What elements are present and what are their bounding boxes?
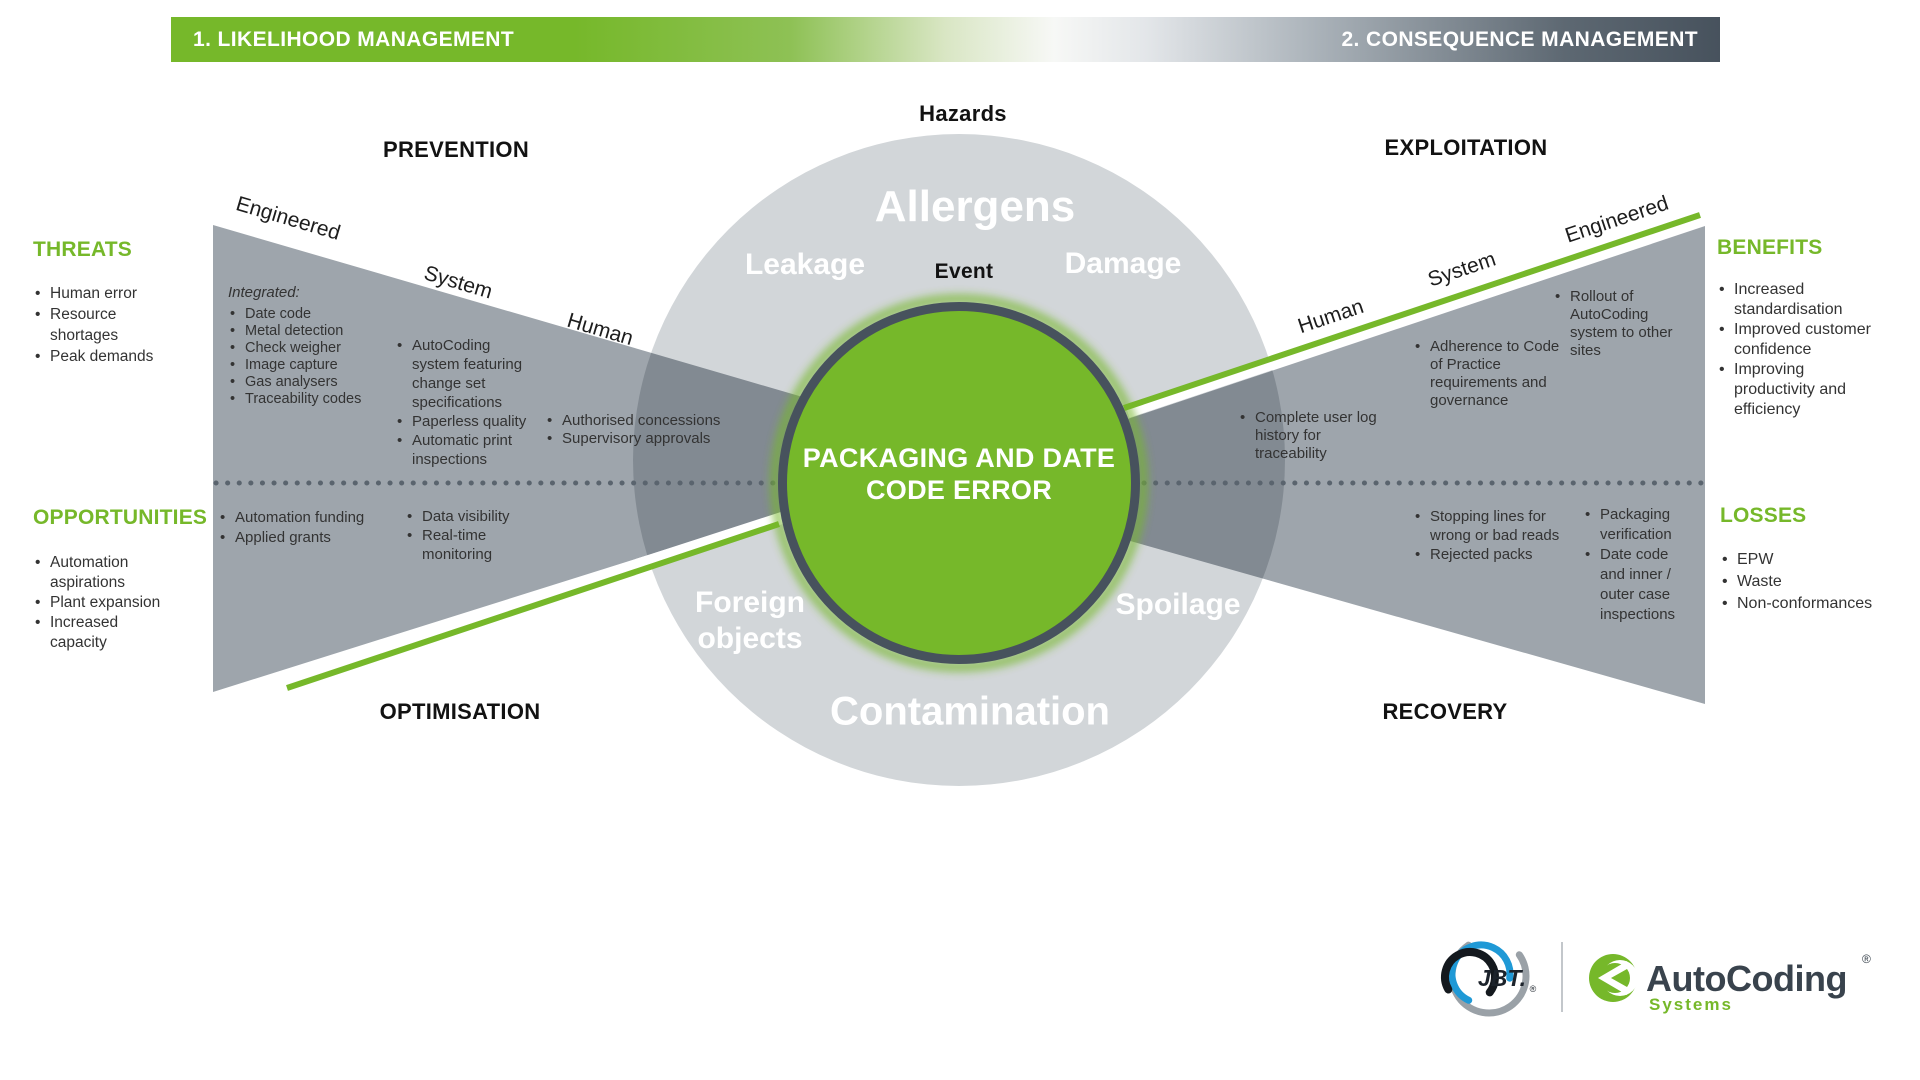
threats-item: Resource shortages — [33, 304, 159, 346]
hazard-foreign-objects: Foreign objects — [695, 586, 805, 655]
opportunities-item: Automation aspirations — [33, 553, 168, 593]
threats-item: Human error — [33, 283, 159, 304]
jbt-swirl-black — [1441, 948, 1499, 1007]
losses-item: Non-conformances — [1720, 593, 1902, 615]
losses-list: EPW Waste Non-conformances — [1720, 549, 1902, 615]
benefits-heading: BENEFITS — [1717, 236, 1823, 259]
event-circle-glow — [770, 294, 1148, 672]
recovery-stopping-item: Rejected packs — [1413, 545, 1575, 564]
recovery-stopping-list: Stopping lines for wrong or bad reads Re… — [1413, 507, 1575, 564]
prevention-human-item: Authorised concessions — [545, 412, 755, 430]
green-line-right — [1123, 212, 1701, 411]
hazard-damage: Damage — [1064, 247, 1182, 280]
optimisation-funding-item: Automation funding — [218, 508, 396, 528]
optimisation-funding-item: Applied grants — [218, 528, 396, 548]
event-title-line1: PACKAGING AND DATE — [802, 443, 1116, 473]
jbt-logo-text: JBT. — [1478, 965, 1526, 991]
jbt-logo: JBT. ® — [1441, 935, 1537, 1017]
optimisation-data-item: Real-time monitoring — [405, 526, 525, 564]
exploitation-human-item: Complete user log history for traceabili… — [1238, 409, 1390, 463]
banner-likelihood-label: 1. LIKELIHOOD MANAGEMENT — [193, 28, 515, 51]
benefits-list: Increased standardisation Improved custo… — [1717, 280, 1889, 420]
recovery-verification-item: Date code and inner / outer case inspect… — [1583, 545, 1691, 625]
recovery-heading: RECOVERY — [1382, 699, 1508, 724]
exploitation-human-list: Complete user log history for traceabili… — [1238, 409, 1390, 463]
opportunities-heading: OPPORTUNITIES — [33, 506, 208, 529]
exploitation-system-item: Adherence to Code of Practice requiremen… — [1413, 338, 1560, 410]
losses-heading: LOSSES — [1720, 504, 1807, 527]
hazard-allergens: Allergens — [874, 182, 1076, 231]
prevention-system-list: AutoCoding system featuring change set s… — [395, 336, 527, 469]
exploitation-engineered-list: Rollout of AutoCoding system to other si… — [1553, 288, 1675, 360]
hazard-leakage: Leakage — [744, 248, 866, 281]
prevention-system-item: Automatic print inspections — [395, 431, 527, 469]
prevention-system-item: AutoCoding system featuring change set s… — [395, 336, 527, 412]
event-title-line2: CODE ERROR — [865, 475, 1052, 505]
optimisation-heading: OPTIMISATION — [379, 699, 541, 724]
exploitation-system-list: Adherence to Code of Practice requiremen… — [1413, 338, 1560, 410]
threats-list: Human error Resource shortages Peak dema… — [33, 283, 159, 367]
prevention-system-item: Paperless quality — [395, 412, 527, 431]
autocoding-logo: AutoCoding ® Systems — [1589, 952, 1871, 1014]
integrated-heading: Integrated: — [228, 284, 300, 301]
optimisation-funding-list: Automation funding Applied grants — [218, 508, 396, 548]
opportunities-item: Plant expansion — [33, 593, 168, 613]
integrated-item: Image capture — [228, 357, 370, 374]
hazard-contamination: Contamination — [830, 689, 1110, 734]
exploitation-heading: EXPLOITATION — [1384, 135, 1548, 160]
hazard-spoilage: Spoilage — [1115, 588, 1241, 621]
autocoding-icon-arrow-notch — [1611, 969, 1627, 987]
recovery-verification-list: Packaging verification Date code and inn… — [1583, 505, 1691, 625]
benefits-item: Increased standardisation — [1717, 280, 1889, 320]
jbt-reg-mark: ® — [1530, 984, 1537, 994]
prevention-human-item: Supervisory approvals — [545, 430, 755, 448]
top-banner: 1. LIKELIHOOD MANAGEMENT 2. CONSEQUENCE … — [171, 17, 1720, 62]
recovery-stopping-item: Stopping lines for wrong or bad reads — [1413, 507, 1575, 545]
recovery-verification-item: Packaging verification — [1583, 505, 1691, 545]
benefits-item: Improving productivity and efficiency — [1717, 360, 1889, 420]
white-gap-left — [280, 510, 790, 686]
threats-item: Peak demands — [33, 346, 159, 367]
event-title: PACKAGING AND DATE CODE ERROR — [779, 442, 1139, 506]
losses-item: EPW — [1720, 549, 1902, 571]
opportunities-item: Increased capacity — [33, 613, 168, 653]
threats-heading: THREATS — [33, 238, 133, 261]
benefits-item: Improved customer confidence — [1717, 320, 1889, 360]
prevention-heading: PREVENTION — [382, 137, 530, 162]
opportunities-list: Automation aspirations Plant expansion I… — [33, 553, 168, 653]
autocoding-systems-text: Systems — [1649, 995, 1733, 1014]
exploitation-engineered-item: Rollout of AutoCoding system to other si… — [1553, 288, 1675, 360]
banner-consequence-label: 2. CONSEQUENCE MANAGEMENT — [1341, 28, 1698, 51]
optimisation-data-item: Data visibility — [405, 507, 525, 526]
autocoding-reg-mark: ® — [1862, 952, 1871, 966]
integrated-list: Date code Metal detection Check weigher … — [228, 306, 370, 408]
integrated-item: Traceability codes — [228, 391, 370, 408]
integrated-item: Check weigher — [228, 340, 370, 357]
event-circle — [778, 302, 1140, 664]
prevention-human-list: Authorised concessions Supervisory appro… — [545, 412, 755, 448]
autocoding-logo-text: AutoCoding — [1646, 958, 1847, 999]
integrated-item: Gas analysers — [228, 374, 370, 391]
hazards-label: Hazards — [919, 101, 1007, 126]
white-gap-right — [1126, 216, 1704, 418]
losses-item: Waste — [1720, 571, 1902, 593]
integrated-item: Metal detection — [228, 323, 370, 340]
green-line-left — [286, 521, 780, 691]
integrated-item: Date code — [228, 306, 370, 323]
event-label: Event — [934, 260, 994, 283]
optimisation-data-list: Data visibility Real-time monitoring — [405, 507, 525, 564]
